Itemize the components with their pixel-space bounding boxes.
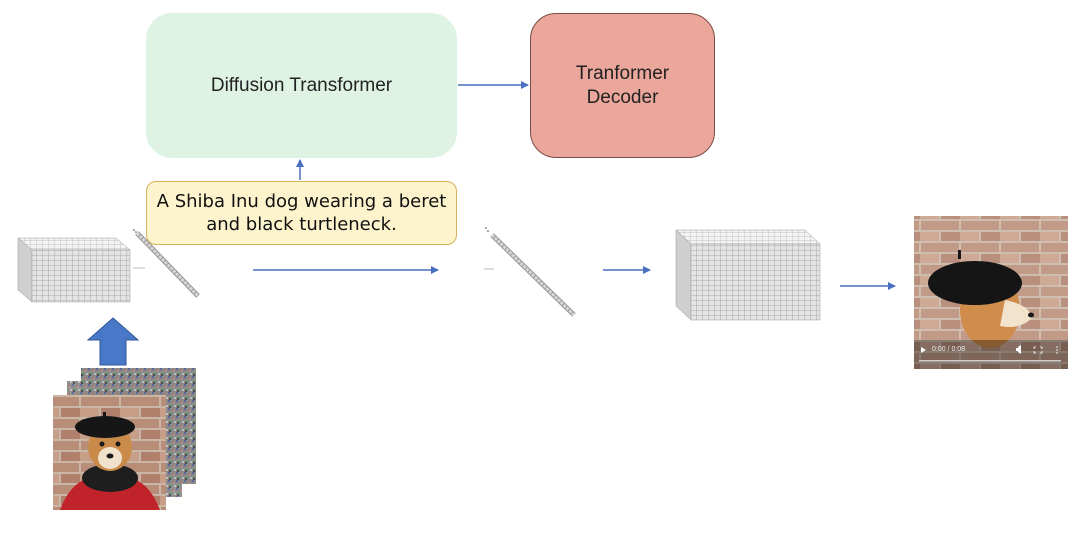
text-prompt-box: A Shiba Inu dog wearing a beret and blac… xyxy=(146,181,457,245)
video-time-readout: 0:00 / 0:08 xyxy=(932,346,966,353)
output-latent-cube xyxy=(675,229,821,321)
diffusion-transformer-block: Diffusion Transformer xyxy=(146,13,457,158)
play-icon xyxy=(921,347,926,353)
diffusion-transformer-label: Diffusion Transformer xyxy=(210,74,393,96)
patch-sequence-2 xyxy=(485,227,576,317)
output-video-frame xyxy=(914,216,1068,369)
transformer-decoder-block: Tranformer Decoder xyxy=(530,13,715,158)
transformer-decoder-label: Tranformer Decoder xyxy=(575,62,670,108)
fullscreen-icon xyxy=(1033,346,1043,354)
up-arrow-icon xyxy=(86,317,140,366)
input-latent-cube xyxy=(17,237,131,303)
more-icon xyxy=(1056,346,1058,354)
input-dog-image xyxy=(53,395,166,510)
patch-sequence-1 xyxy=(133,229,200,298)
volume-icon xyxy=(1016,345,1021,354)
text-prompt-label: A Shiba Inu dog wearing a beret and blac… xyxy=(156,190,447,235)
